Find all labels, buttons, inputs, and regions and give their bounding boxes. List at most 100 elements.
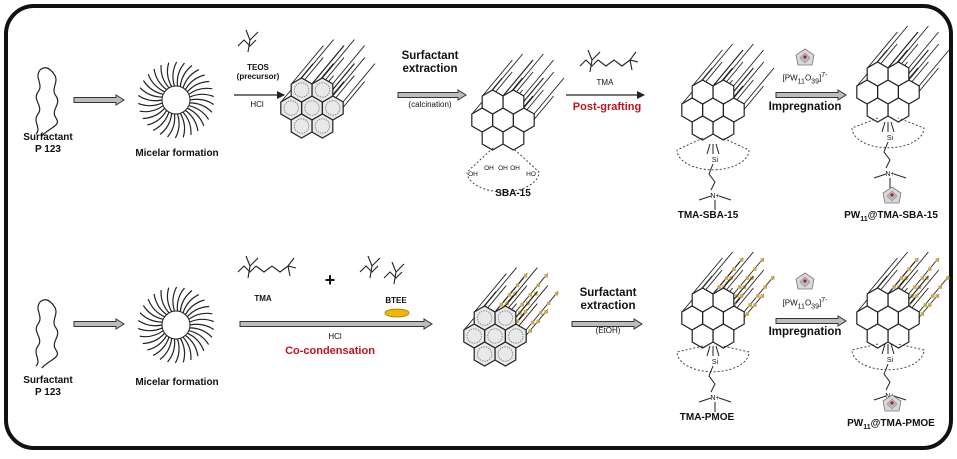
top-template-bundle-rod-line [291,45,324,85]
bottom-tma-molecule-trimethyl [287,257,297,277]
bottom-co-condensation-label: Co-condensation [285,345,375,357]
tma-pmoe-label: TMA-PMOE [679,412,735,423]
tma-pmoe-bundle-ethane-bridge [763,285,767,289]
top-template-bundle-rod-line [332,45,365,85]
bottom-product-bundle-pore-face [866,287,889,313]
bottom-btee-molecule-b-arms [391,261,405,285]
bottom-micelle-icon-tail [174,338,180,364]
top-product-zoom-outline [851,117,925,149]
bottom-micelle-icon-tail [142,332,166,345]
bottom-surfactant-icon-head [39,299,55,307]
tma-pmoe-bundle-ethane-bridge [724,276,729,280]
tma-sba15-zoom-outline [676,137,750,171]
top-micelle-icon-tail [153,68,167,91]
bottom-tma-molecule-propyl [255,265,289,273]
bottom-arrow-cocondensation [239,318,433,330]
tma-sba15-bundle-rod-line [733,61,765,99]
bottom-product-bundle-pore-face [887,287,910,313]
sba15-zoom-oh-group: HO [526,171,536,178]
bottom-micelle-icon-tail [160,290,170,314]
bottom-product-bundle-ethane-bridge [892,285,896,289]
top-product-zoom-methyl [873,173,887,179]
top-micelle-icon-tail [167,113,176,138]
top-tma-molecule-trimethyl [629,51,639,71]
bottom-product-pom-center-atom [890,401,894,405]
sba15-zoom-oh-group: OH [498,165,508,172]
sba15-bundle-rod-line [533,77,565,115]
bottom-micelle-icon-tail [152,336,170,356]
bottom-surfactant-icon [35,299,59,369]
sba15-bundle [471,53,565,151]
bottom-micelle-icon-tail [179,337,186,363]
top-product-bundle-rod-line [908,43,940,81]
bottom-arrow-impregnation [775,315,847,327]
top-micelle-icon-tail [147,110,168,126]
top-micelle-icon-tail [137,95,163,102]
top-tma-label: TMA [596,78,614,87]
top-product-bundle-pore-face [866,97,889,123]
sba15-bundle-pore-face [502,89,525,115]
bottom-micelle-icon-tail [137,320,163,327]
bottom-product-bundle-ethane-bridge [930,294,935,298]
top-micelle-icon-tail [139,87,163,98]
top-micelle-icon-tail [188,105,210,120]
bottom-template-bundle-ethane-bridge [515,319,520,324]
bottom-micelle-icon-tail [188,312,213,320]
top-product-bundle-rod-line [867,31,898,69]
tma-pmoe-zoom-propyl-chain [708,365,716,393]
tma-sba15-bundle-pore-face [712,79,735,105]
top-micelle-icon-tail [179,65,193,87]
bottom-product-zoom-methyl [893,395,907,401]
bottom-product-bundle-ethane-bridge [914,258,919,262]
bottom-extraction-line2: extraction [580,300,636,313]
top-micelle-icon-tail [179,112,186,138]
bottom-pom-icon [795,272,815,290]
bottom-template-bundle-rod-line [484,267,517,307]
tma-pmoe-zoom-si-atom: Si [712,359,719,366]
bottom-micelle-icon-tail [189,323,215,330]
top-micelle-icon-tail [186,80,210,93]
tma-pmoe-bundle-pore-face [712,323,735,349]
tma-pmoe-bundle-pore-face [691,323,714,349]
bottom-micelle-icon-tail [187,332,205,352]
bottom-surfactant-name: P 123 [35,386,61,398]
tma-pmoe-bundle-ethane-bridge [732,267,736,271]
tma-pmoe-bundle-ethane-bridge [770,276,775,280]
top-tma-molecule-chain [579,59,599,67]
bottom-micelle-icon-tail [172,286,178,312]
bottom-product-bundle-rod-line [898,251,929,289]
bottom-template-bundle-ethane-bridge [523,274,528,278]
bottom-template-bundle-ethane-bridge [515,283,520,288]
bottom-tma-molecule-arms [245,255,259,279]
top-surfactant-name: P 123 [35,143,61,155]
sba15-zoom-oh-group: OH [510,165,520,172]
bottom-template-bundle-micelle-fill [477,310,493,326]
tma-sba15-zoom-o-bond [706,143,711,155]
tma-sba15-bundle-pore-face [691,79,714,105]
top-product-bundle-rod-line [877,25,908,63]
top-teos-molecule-arms [245,29,259,53]
bottom-template-bundle-ethane-bridge [536,319,540,324]
bottom-template-bundle-micelle-fill [508,328,524,344]
top-template-bundle-rod-line [322,39,355,79]
top-pw-reagent-label: [PW11O39]7- [782,72,828,86]
top-surfactant-icon-chain-a [35,69,41,135]
bottom-micelle-icon-core [161,310,191,340]
top-precursor-text: (precursor) [236,72,280,82]
tma-pmoe-zoom-o-bond [715,345,720,357]
top-product-bundle-rod-line [887,31,919,69]
bottom-micelle-icon [137,286,215,364]
top-micelle-icon-tail [147,73,165,93]
top-micelle-icon-tail [142,80,164,95]
top-micelle-icon-tail [182,111,192,135]
bottom-extraction-label: Surfactant extraction [568,287,648,313]
tma-pmoe-zoom-methyl [698,397,712,403]
bottom-product-zoom-outline [851,343,925,371]
top-template-bundle-micelle-fill [294,82,310,98]
top-impregnation-label: Impregnation [768,101,842,113]
top-micelle-icon-tail [176,62,185,87]
bottom-product-bundle-pore-face [866,323,889,349]
top-template-bundle-rod-line [301,39,334,79]
